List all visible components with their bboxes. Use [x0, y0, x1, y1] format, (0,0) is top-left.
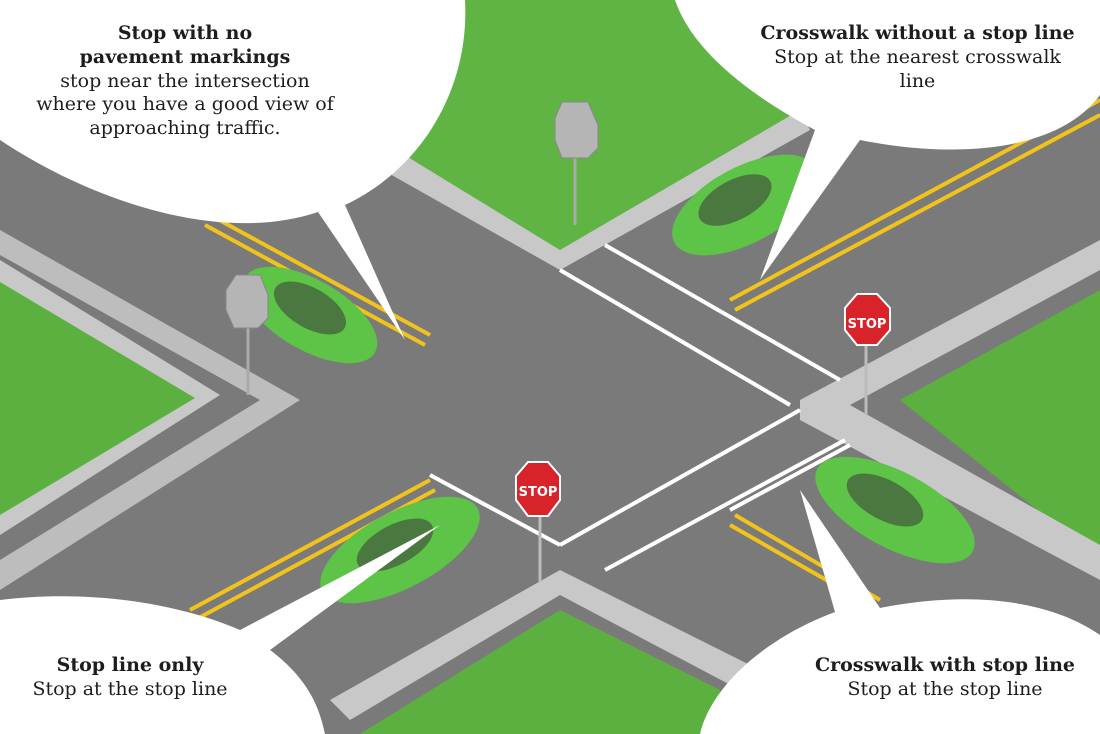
callout-top-left-body-3: approaching traffic.	[89, 117, 281, 139]
crosswalk-line-se-1	[559, 408, 801, 547]
stop-sign-right-label: STOP	[848, 317, 887, 332]
crosswalk-line-se-2	[604, 438, 846, 572]
stop-line-se	[729, 443, 851, 512]
callout-bottom-left-body: Stop at the stop line	[32, 677, 228, 700]
callout-bottom-right: Crosswalk with stop line Stop at the sto…	[800, 654, 1090, 702]
callout-top-right-body-2: line	[899, 69, 936, 92]
callout-bubble-top-left	[0, 0, 466, 340]
sidewalk-top	[365, 110, 810, 270]
callout-top-right: Crosswalk without a stop line Stop at th…	[745, 22, 1090, 93]
grass-bottom	[360, 610, 720, 734]
sidewalk-right	[800, 240, 1100, 580]
stop-sign-right: STOP	[844, 293, 891, 415]
callout-top-left-body-2: where you have a good view of	[36, 93, 334, 116]
car-northwest	[242, 266, 378, 364]
stop-sign-bottom-label: STOP	[519, 485, 558, 500]
callout-top-left-title-2: pavement markings	[79, 45, 291, 68]
sign-back-top	[554, 101, 599, 225]
crosswalk-line-ne-2	[558, 268, 792, 407]
grass-right	[900, 290, 1100, 560]
callout-top-right-title: Crosswalk without a stop line	[760, 22, 1075, 44]
yellow-line-sw-a	[189, 478, 431, 612]
sidewalk-left	[0, 260, 220, 535]
callout-top-left-body-1: stop near the intersection	[60, 69, 310, 92]
callout-top-right-body-1: Stop at the nearest crosswalk	[774, 45, 1061, 68]
stop-sign-bottom: STOP	[515, 461, 561, 582]
yellow-line-ne-b	[734, 113, 1100, 312]
crosswalk-line-ne-1	[604, 243, 841, 382]
car-northeast	[672, 154, 818, 256]
callout-bottom-right-body: Stop at the stop line	[847, 677, 1043, 700]
callout-bubble-bottom-left	[0, 525, 440, 734]
callout-top-left-title-1: Stop with no	[117, 22, 253, 44]
callout-top-left: Stop with no pavement markings stop near…	[0, 22, 370, 141]
car-southeast	[815, 456, 975, 564]
sidewalk-bottom	[330, 570, 760, 720]
sidewalk-left-outer	[0, 230, 300, 590]
callout-bubble-bottom-right	[700, 490, 1100, 734]
sign-back-left	[225, 274, 269, 395]
callout-bottom-left-title: Stop line only	[56, 654, 204, 676]
callout-bottom-right-title: Crosswalk with stop line	[814, 654, 1076, 676]
callout-bottom-left: Stop line only Stop at the stop line	[10, 654, 250, 702]
callout-bubble-top-right	[675, 0, 1100, 280]
grass-left	[0, 280, 210, 520]
stop-line-sw	[429, 473, 561, 547]
